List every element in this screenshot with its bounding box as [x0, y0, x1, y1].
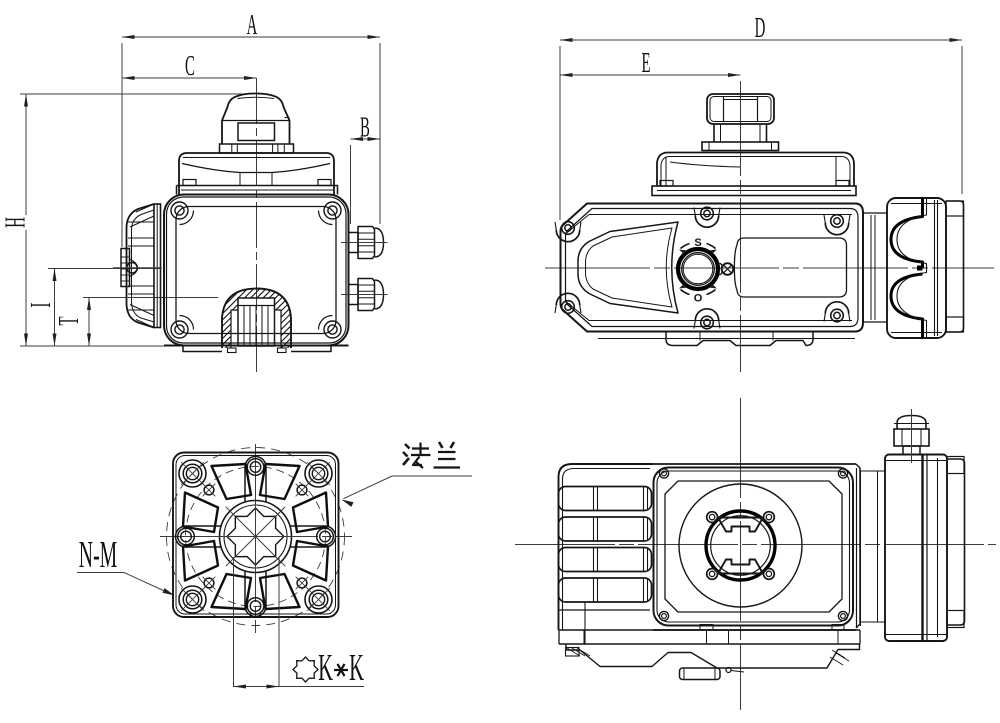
svg-text:T: T [53, 316, 84, 325]
svg-text:K: K [349, 646, 364, 688]
svg-text:E: E [641, 47, 650, 78]
svg-text:B: B [360, 111, 370, 142]
svg-text:C: C [185, 50, 195, 81]
svg-text:K: K [318, 646, 333, 688]
svg-text:H: H [0, 217, 31, 228]
svg-text:A: A [247, 9, 258, 40]
svg-text:S: S [694, 237, 701, 249]
svg-text:N-M: N-M [79, 533, 117, 576]
svg-text:O: O [694, 293, 703, 305]
svg-text:I: I [25, 303, 56, 308]
svg-text:D: D [755, 12, 766, 43]
